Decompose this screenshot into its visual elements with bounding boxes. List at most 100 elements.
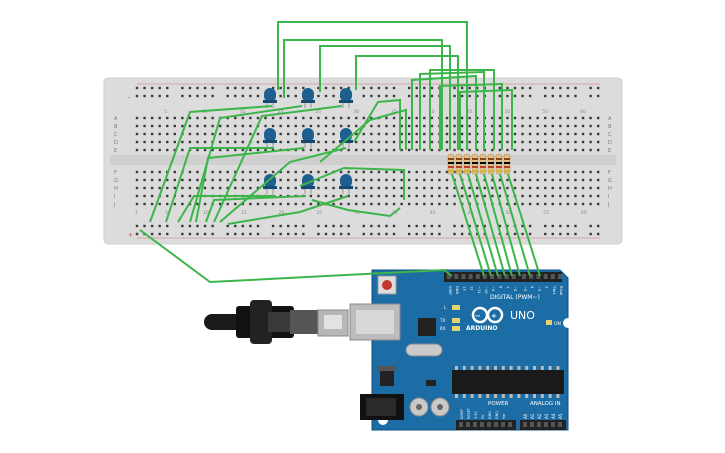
led [264, 128, 276, 142]
row-label: A [114, 116, 118, 122]
led-label-rx: RX [440, 326, 446, 331]
wires [139, 21, 541, 284]
column-label: 50 [505, 210, 511, 216]
column-label: 60 [580, 109, 586, 115]
digital-pin-label: 12 [470, 286, 474, 291]
digital-pin-label: ~11 [477, 286, 481, 294]
power-header [456, 420, 516, 430]
row-label: J [607, 202, 609, 208]
wire [319, 108, 407, 163]
rail-label: - [128, 94, 130, 101]
analog-pin-label: A2 [537, 413, 542, 419]
wire [451, 173, 485, 277]
led-label-tx: TX [439, 318, 445, 323]
column-label: 15 [240, 109, 246, 115]
digital-pin-label: GND [455, 286, 459, 294]
column-label: 5 [165, 210, 168, 216]
digital-pin-label: RX◂0 [559, 286, 563, 296]
rail-label: + [128, 232, 133, 239]
atmega-chip [452, 370, 564, 394]
wire [355, 55, 459, 150]
digital-pin-label: ~5 [523, 286, 527, 291]
led [264, 88, 276, 102]
row-label: I [608, 194, 609, 200]
row-label: C [114, 132, 118, 138]
column-label: 40 [429, 109, 435, 115]
crystal [405, 343, 443, 357]
wire [319, 45, 451, 150]
digital-pin-label: 13 [462, 286, 466, 291]
column-label: 55 [542, 109, 548, 115]
row-label: E [608, 148, 611, 154]
digital-pin-label: 7 [506, 286, 510, 288]
digital-header [444, 272, 562, 282]
row-label: J [113, 202, 115, 208]
wire [299, 166, 405, 200]
wire [165, 147, 274, 223]
column-label: 40 [430, 210, 436, 216]
wire [311, 199, 401, 218]
wire [205, 195, 307, 223]
row-label: D [608, 140, 612, 146]
row-label: C [608, 132, 612, 138]
analog-header [520, 420, 566, 430]
wire [459, 173, 492, 277]
digital-pin-label: 8 [498, 286, 502, 289]
wire [459, 88, 513, 150]
column-label: 10 [202, 109, 208, 115]
digital-header-label: DIGITAL (PWM~) [490, 294, 540, 301]
svg-text:+: + [491, 312, 497, 320]
column-label: 20 [279, 210, 285, 216]
wire [411, 74, 477, 150]
analog-pin-label: A0 [523, 413, 528, 419]
row-label: F [114, 170, 117, 176]
usb-chip [418, 318, 436, 336]
digital-pin-label: ~3 [537, 286, 541, 291]
wire [227, 195, 349, 225]
digital-pin-label: 4 [530, 286, 534, 289]
board-model: UNO [510, 309, 535, 322]
led-label-l: L [444, 305, 447, 310]
column-label: 60 [581, 210, 587, 216]
column-label: 5 [164, 109, 167, 115]
column-label: 45 [467, 109, 473, 115]
wire [177, 195, 276, 223]
column-label: 1 [135, 210, 138, 216]
analog-pin-label: A5 [558, 413, 563, 419]
wire [189, 105, 303, 223]
power-pin-label: Vin [502, 414, 506, 419]
analog-pin-label: A3 [544, 413, 549, 419]
digital-pin-label: ~6 [513, 286, 517, 292]
reset-button-cap [382, 280, 392, 290]
wire [419, 70, 485, 150]
row-label: E [114, 148, 117, 154]
usb-cable [204, 300, 349, 344]
digital-pin-label: AREF [448, 286, 452, 295]
analog-pin-label: A4 [551, 413, 556, 419]
led-matrix [263, 88, 353, 194]
wire [483, 173, 513, 277]
column-label: 25 [315, 109, 321, 115]
column-label: 35 [391, 109, 397, 115]
power-pin-label: IOREF [460, 409, 464, 419]
row-label: F [608, 170, 611, 176]
row-label: I [114, 194, 115, 200]
voltage-regulator [380, 370, 394, 386]
wire [429, 69, 495, 150]
wire [213, 105, 343, 223]
column-label: 25 [316, 210, 322, 216]
wire [283, 39, 443, 150]
column-label: 45 [468, 210, 474, 216]
on-label: ON [554, 321, 561, 327]
svg-text:−: − [475, 312, 481, 320]
analog-pin-label: A1 [530, 413, 535, 419]
row-label: H [608, 186, 612, 192]
power-label: POWER [488, 401, 509, 407]
column-label: 10 [203, 210, 209, 216]
board-brand: ARDUINO [466, 325, 497, 332]
